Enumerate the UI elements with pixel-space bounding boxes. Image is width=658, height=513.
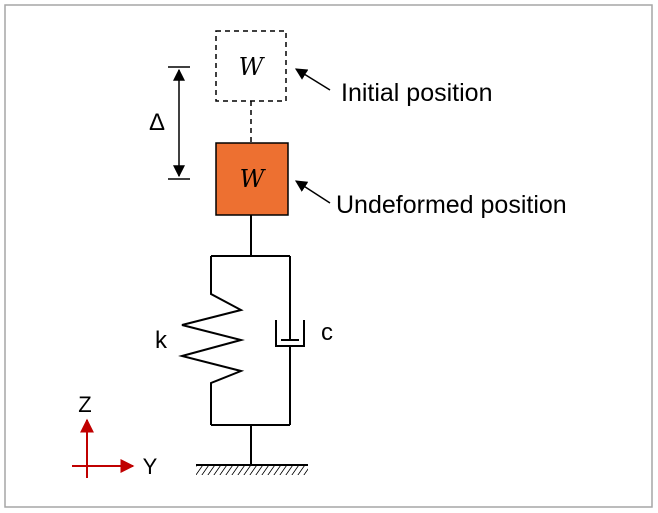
- undeformed-mass-label: W: [240, 165, 267, 193]
- damper-label: c: [321, 319, 333, 346]
- delta-label: Δ: [149, 109, 165, 136]
- ground-hatch: [196, 466, 308, 475]
- undeformed-position-pointer: [294, 180, 331, 204]
- z-axis-label: Z: [78, 392, 91, 417]
- initial-mass-label: W: [239, 53, 266, 81]
- initial-position-label: Initial position: [341, 79, 492, 107]
- initial-position-pointer: [294, 68, 331, 91]
- diagram-frame: [4, 4, 653, 508]
- spring: [178, 256, 245, 425]
- spring-label: k: [155, 327, 168, 354]
- undeformed-position-label: Undeformed position: [336, 191, 567, 219]
- y-axis-label: Y: [143, 454, 158, 479]
